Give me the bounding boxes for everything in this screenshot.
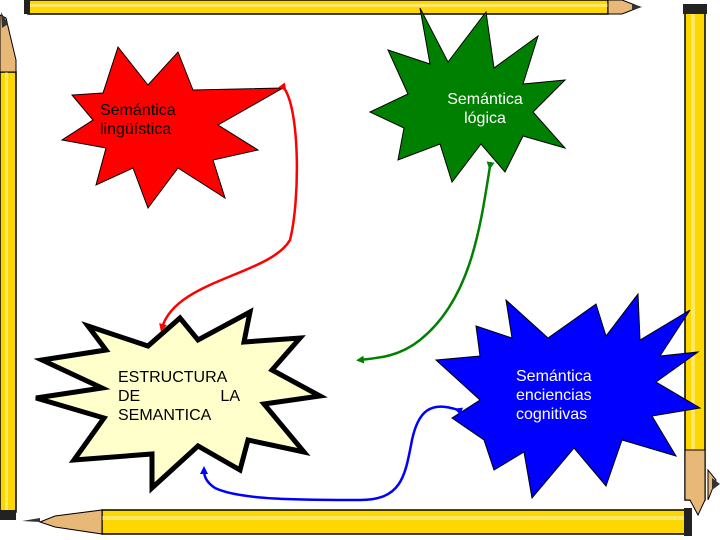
node-label-line: lógica (464, 110, 506, 127)
node-label-yellow: ESTRUCTURA DE LA SEMANTICA (118, 368, 240, 425)
node-label-line-justified: DE LA (118, 387, 240, 406)
node-label-line: Semántica (516, 368, 592, 385)
green-connector (356, 161, 495, 364)
node-label-line: cognitivas (516, 406, 588, 423)
pencil-top (24, 0, 642, 15)
node-label-word: LA (220, 388, 240, 405)
node-label-line: lingüística (100, 121, 172, 138)
node-label-blue: Semántica enciencias cognitivas (516, 367, 626, 424)
blue-connector (200, 405, 464, 502)
node-label-line: SEMANTICA (118, 407, 212, 424)
node-label-line: ESTRUCTURA (118, 369, 228, 386)
node-label-red: Semántica lingüística (100, 101, 210, 139)
blue-starburst (434, 292, 702, 500)
node-label-line: Semántica (100, 102, 176, 119)
pencil-right (683, 4, 720, 517)
pencil-left (0, 12, 17, 520)
node-label-line: enciencias (516, 387, 592, 404)
pencil-bottom (22, 508, 692, 536)
red-connector (159, 82, 299, 332)
node-label-line: Semántica (447, 91, 523, 108)
node-label-word: DE (118, 388, 141, 405)
green-starburst (368, 7, 567, 184)
node-label-green: Semántica lógica (430, 90, 540, 128)
